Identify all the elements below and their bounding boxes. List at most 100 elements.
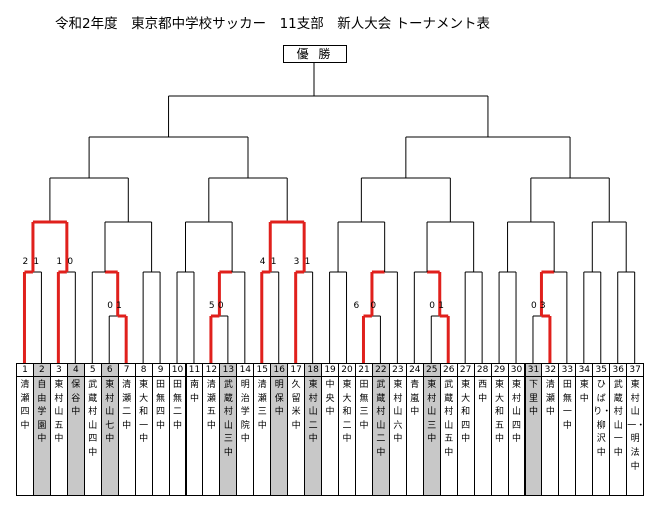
team-name: 東村山三中 bbox=[427, 380, 437, 445]
score-label: 0 bbox=[429, 301, 435, 311]
team-number: 24 bbox=[406, 364, 423, 377]
team-number: 6 bbox=[101, 364, 118, 377]
team-name: 清瀬三中 bbox=[257, 380, 267, 431]
team-number: 33 bbox=[559, 364, 576, 377]
team-number: 4 bbox=[67, 364, 84, 377]
team-12: 12 清瀬五中 bbox=[202, 363, 221, 496]
team-number: 20 bbox=[339, 364, 355, 377]
team-number: 27 bbox=[457, 364, 474, 377]
team-name: 武蔵村山一中 bbox=[613, 380, 623, 458]
team-name: 東村山五中 bbox=[54, 380, 64, 445]
score-label: 0 bbox=[217, 301, 224, 311]
team-number: 37 bbox=[627, 364, 644, 377]
team-name: ひばり・柳沢中 bbox=[593, 380, 612, 458]
team-name: 東村山六中 bbox=[393, 380, 403, 445]
team-number: 30 bbox=[508, 364, 525, 377]
team-24: 24 青嵐中 bbox=[405, 363, 424, 496]
team-17: 17 久留米中 bbox=[287, 363, 306, 496]
team-number: 29 bbox=[491, 364, 508, 377]
score-label: 6 bbox=[353, 301, 360, 311]
score-label: 3 bbox=[539, 301, 546, 311]
team-number: 28 bbox=[474, 364, 491, 377]
team-number: 7 bbox=[118, 364, 135, 377]
team-name: 中央中 bbox=[325, 380, 335, 418]
team-2: 2 自由学園中 bbox=[32, 363, 51, 496]
team-number: 26 bbox=[440, 364, 457, 377]
team-30: 30 東村山四中 bbox=[507, 363, 526, 496]
team-name: 清瀬五中 bbox=[206, 380, 216, 431]
score-label: 1 bbox=[270, 257, 277, 267]
score-label: 0 bbox=[107, 301, 113, 311]
team-name: 明治学院中 bbox=[240, 380, 250, 445]
score-label: 0 bbox=[530, 301, 537, 311]
page-title: 令和2年度 東京都中学校サッカー 11支部 新人大会 トーナメント表 bbox=[55, 16, 491, 32]
champion-box: 優 勝 bbox=[283, 45, 347, 63]
team-31: 31 下里中 bbox=[524, 363, 543, 496]
team-name: 清瀬四中 bbox=[20, 380, 30, 431]
team-7: 7 清瀬二中 bbox=[117, 363, 136, 496]
team-number: 12 bbox=[203, 364, 220, 377]
score-label: 0 bbox=[370, 301, 377, 311]
team-37: 37 東村山一・明法中 bbox=[626, 363, 646, 496]
team-name: 武蔵村山四中 bbox=[88, 380, 98, 458]
score-label: 1 bbox=[56, 257, 63, 267]
team-number: 31 bbox=[525, 364, 542, 377]
team-28: 28 西中 bbox=[473, 363, 492, 496]
team-29: 29 東大和五中 bbox=[490, 363, 509, 496]
team-number: 36 bbox=[610, 364, 627, 377]
team-name: 清瀬二中 bbox=[122, 380, 132, 431]
team-number: 2 bbox=[33, 364, 50, 377]
score-label: 1 bbox=[438, 301, 444, 311]
score-label: 0 bbox=[67, 257, 74, 267]
team-name: 東大和二中 bbox=[342, 380, 352, 445]
team-name: 東村山四中 bbox=[512, 380, 522, 445]
team-name: 東大和四中 bbox=[461, 380, 471, 445]
team-name: 田無二中 bbox=[173, 380, 183, 431]
team-name: 青嵐中 bbox=[410, 380, 420, 418]
team-name: 久留米中 bbox=[291, 380, 301, 431]
team-10: 10 田無二中 bbox=[168, 363, 187, 496]
team-name: 武蔵村山五中 bbox=[444, 380, 454, 458]
team-27: 27 東大和四中 bbox=[456, 363, 475, 496]
team-number: 15 bbox=[254, 364, 271, 377]
team-number: 8 bbox=[135, 364, 152, 377]
team-name: 自由学園中 bbox=[37, 380, 47, 445]
team-number: 16 bbox=[271, 364, 288, 377]
team-number: 21 bbox=[356, 364, 372, 377]
team-number: 19 bbox=[322, 364, 339, 377]
team-name: 下里中 bbox=[528, 380, 538, 418]
team-3: 3 東村山五中 bbox=[49, 363, 68, 496]
team-number: 11 bbox=[186, 364, 203, 377]
team-name: 東大和五中 bbox=[495, 380, 505, 445]
score-label: 2 bbox=[22, 257, 29, 267]
team-name: 武蔵村山二中 bbox=[376, 380, 386, 458]
team-name: 東中 bbox=[579, 380, 589, 404]
team-name: 東村山一・明法中 bbox=[627, 380, 646, 472]
team-number: 9 bbox=[152, 364, 169, 377]
team-number: 34 bbox=[576, 364, 593, 377]
team-number: 10 bbox=[169, 364, 186, 377]
score-label: 1 bbox=[304, 257, 311, 267]
team-name: 西中 bbox=[478, 380, 488, 404]
team-34: 34 東中 bbox=[575, 363, 594, 496]
team-number: 17 bbox=[288, 364, 305, 377]
team-19: 19 中央中 bbox=[321, 363, 340, 496]
team-number: 3 bbox=[50, 364, 67, 377]
team-number: 13 bbox=[220, 364, 237, 377]
team-36: 36 武蔵村山一中 bbox=[609, 363, 628, 496]
